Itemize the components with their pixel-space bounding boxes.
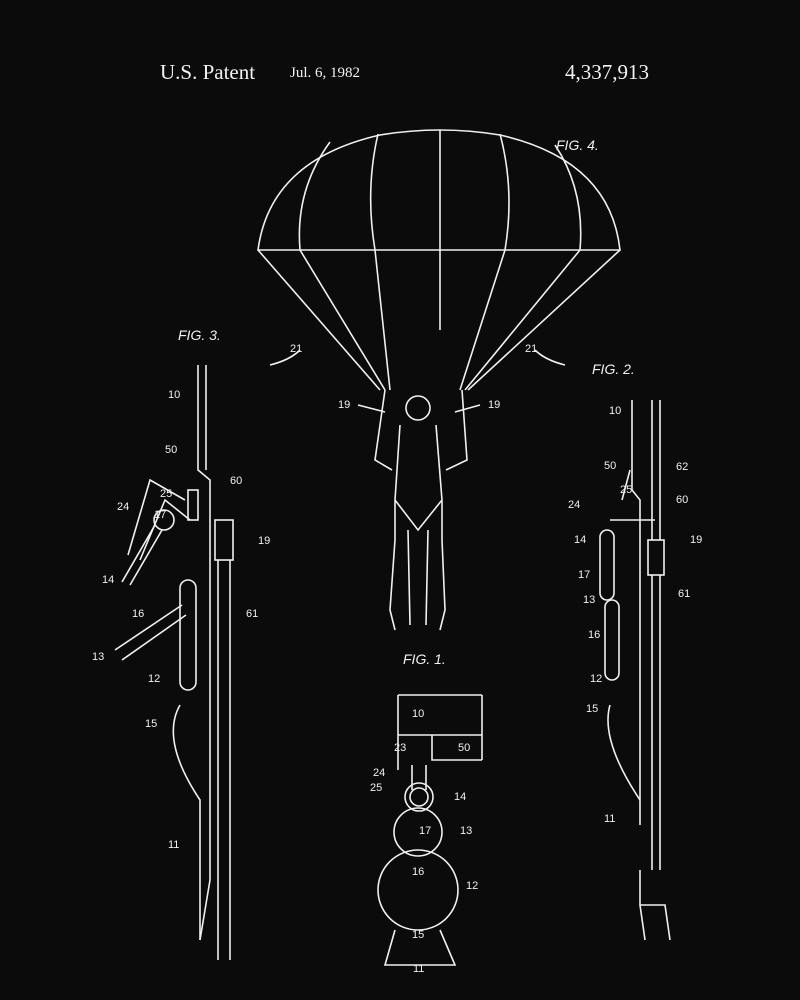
label: 10: [609, 405, 621, 417]
label: 17: [419, 825, 431, 837]
label: 12: [148, 673, 160, 685]
label: 11: [604, 813, 615, 825]
label: 50: [458, 742, 470, 754]
label: 17: [154, 509, 166, 521]
label: 24: [117, 501, 129, 513]
label: 62: [676, 461, 688, 473]
label: 16: [132, 608, 144, 620]
label: 19: [338, 399, 350, 411]
label: 23: [394, 742, 406, 754]
label: 16: [412, 866, 424, 878]
label: 25: [620, 484, 632, 496]
label: 13: [460, 825, 472, 837]
label: 19: [690, 534, 702, 546]
label: 15: [586, 703, 598, 715]
label: 19: [488, 399, 500, 411]
label: 13: [583, 594, 595, 606]
fig1-title: FIG. 1.: [403, 651, 446, 667]
label: 25: [370, 782, 382, 794]
label: 15: [412, 929, 424, 941]
label: 24: [373, 767, 385, 779]
label: 17: [578, 569, 590, 581]
label: 13: [92, 651, 104, 663]
label: 60: [230, 475, 242, 487]
label: 14: [102, 574, 114, 586]
label: 11: [168, 839, 179, 851]
label: 50: [165, 444, 177, 456]
label: 61: [246, 608, 258, 620]
label: 24: [568, 499, 580, 511]
patent-number: 4,337,913: [565, 60, 649, 84]
label: 16: [588, 629, 600, 641]
label: 10: [412, 708, 424, 720]
label: 12: [590, 673, 602, 685]
fig4-title: FIG. 4.: [556, 137, 599, 153]
fig4-parachute: FIG. 4. 21 21 19 19: [257, 129, 621, 631]
label: 14: [574, 534, 586, 546]
label: 21: [290, 343, 302, 355]
label: 19: [258, 535, 270, 547]
label: 50: [604, 460, 616, 472]
label: 10: [168, 389, 180, 401]
patent-date: Jul. 6, 1982: [290, 65, 361, 81]
fig2-side-view: FIG. 2. 10 62 50 25 60 24 14 19 17 13 61…: [568, 361, 702, 941]
label: 61: [678, 588, 690, 600]
label: 14: [454, 791, 466, 803]
fig2-title: FIG. 2.: [592, 361, 635, 377]
label: 12: [466, 880, 478, 892]
label: 11: [413, 963, 424, 975]
fig3-title: FIG. 3.: [178, 327, 221, 343]
label: 15: [145, 718, 157, 730]
label: 21: [525, 343, 537, 355]
fig3-side-view: FIG. 3. 10 50 60 24 25 17 14 19 16 61 13…: [92, 327, 270, 960]
label: 60: [676, 494, 688, 506]
fig1-front-view: FIG. 1. 10 23 50 24 14 25 17 13 16 12 15…: [370, 651, 483, 975]
patent-office: U.S. Patent: [160, 60, 256, 84]
label: 25: [160, 488, 172, 500]
